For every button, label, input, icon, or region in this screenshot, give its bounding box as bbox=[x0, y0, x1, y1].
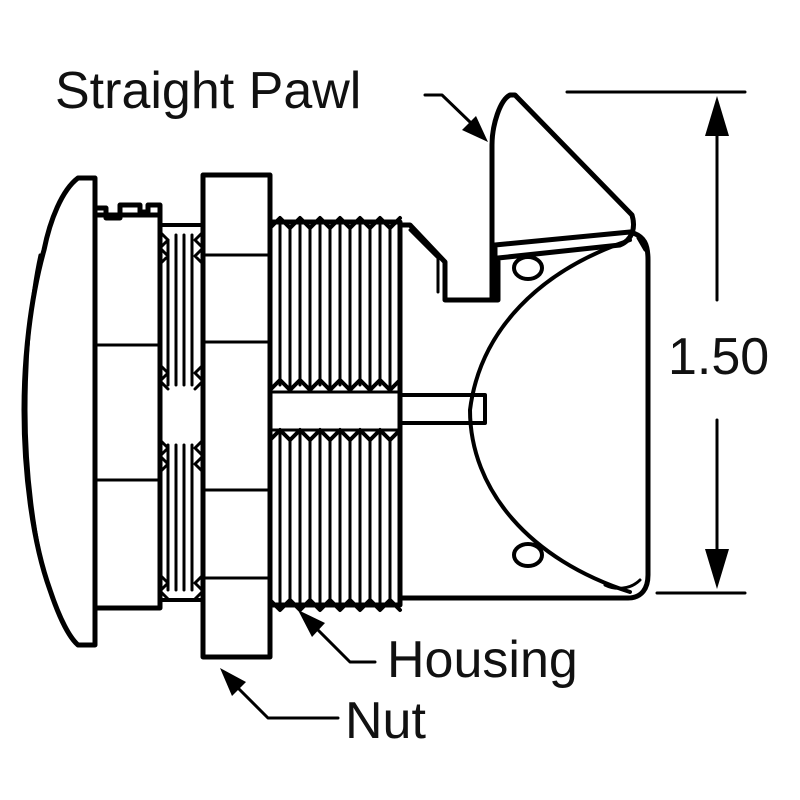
label-straight-pawl: Straight Pawl bbox=[55, 62, 361, 120]
housing-threads bbox=[267, 216, 403, 612]
front-thread bbox=[158, 223, 205, 602]
label-housing: Housing bbox=[387, 631, 578, 689]
lock-cylinder bbox=[92, 202, 163, 611]
dimension-lines bbox=[565, 90, 747, 595]
dimension-arrow-top bbox=[705, 96, 729, 136]
dimension-arrow-bottom bbox=[705, 549, 729, 589]
label-nut: Nut bbox=[345, 692, 426, 750]
cam-housing bbox=[397, 222, 651, 601]
nut-leader-arrow bbox=[220, 668, 246, 696]
label-dimension: 1.50 bbox=[668, 328, 769, 386]
leader-lines bbox=[220, 93, 488, 720]
lock-face-cap bbox=[21, 175, 98, 648]
housing-leader-arrow bbox=[298, 610, 325, 637]
nut bbox=[200, 172, 273, 660]
pawl-leader-arrow bbox=[462, 116, 488, 142]
straight-pawl bbox=[489, 92, 636, 303]
